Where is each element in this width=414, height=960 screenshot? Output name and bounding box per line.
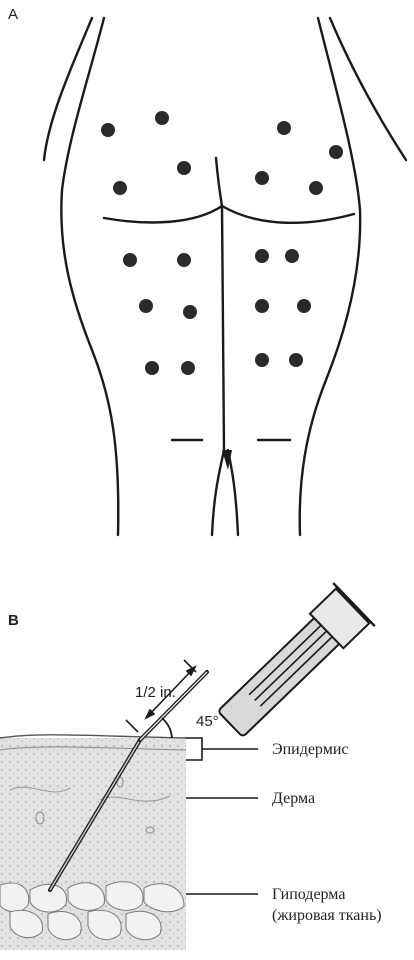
site-dot [177,161,191,175]
injection-sites-diagram [0,0,414,560]
site-dot [123,253,137,267]
left-leg-outer [61,18,118,535]
inner-thigh-line [222,206,224,450]
site-dot [255,353,269,367]
hypodermis-note-label: (жировая ткань) [272,907,382,924]
site-dot [181,361,195,375]
epidermis-bracket [186,738,202,760]
site-dot [145,361,159,375]
site-dot [177,253,191,267]
site-dot [101,123,115,137]
site-dot [155,111,169,125]
site-dot [285,249,299,263]
site-dot [289,353,303,367]
dermis-label: Дерма [272,790,315,807]
site-dot [297,299,311,313]
site-dot [255,249,269,263]
left-gluteal-fold [104,206,222,222]
skin-cross-section [0,735,186,950]
epidermis-label: Эпидермис [272,741,348,758]
needle-cross-section-diagram: 1/2 in. 45° Эпидермис Дерма Гиподерма (ж… [0,560,414,960]
length-label: 1/2 in. [135,684,176,701]
right-gluteal-fold [222,206,354,223]
site-dot [113,181,127,195]
angle-label: 45° [196,713,219,730]
site-dot [277,121,291,135]
site-dot [255,299,269,313]
panel-b-needle-insertion: B [0,560,414,960]
layer-leaders [186,738,258,894]
angle-arc [162,718,172,738]
needle-hub [209,583,374,746]
site-dot [255,171,269,185]
site-dot [183,305,197,319]
panel-a-injection-sites: A [0,0,414,560]
site-dot [329,145,343,159]
site-dot [309,181,323,195]
hypodermis-label: Гиподерма [272,886,345,903]
site-dot [139,299,153,313]
right-leg-outer [300,18,360,535]
